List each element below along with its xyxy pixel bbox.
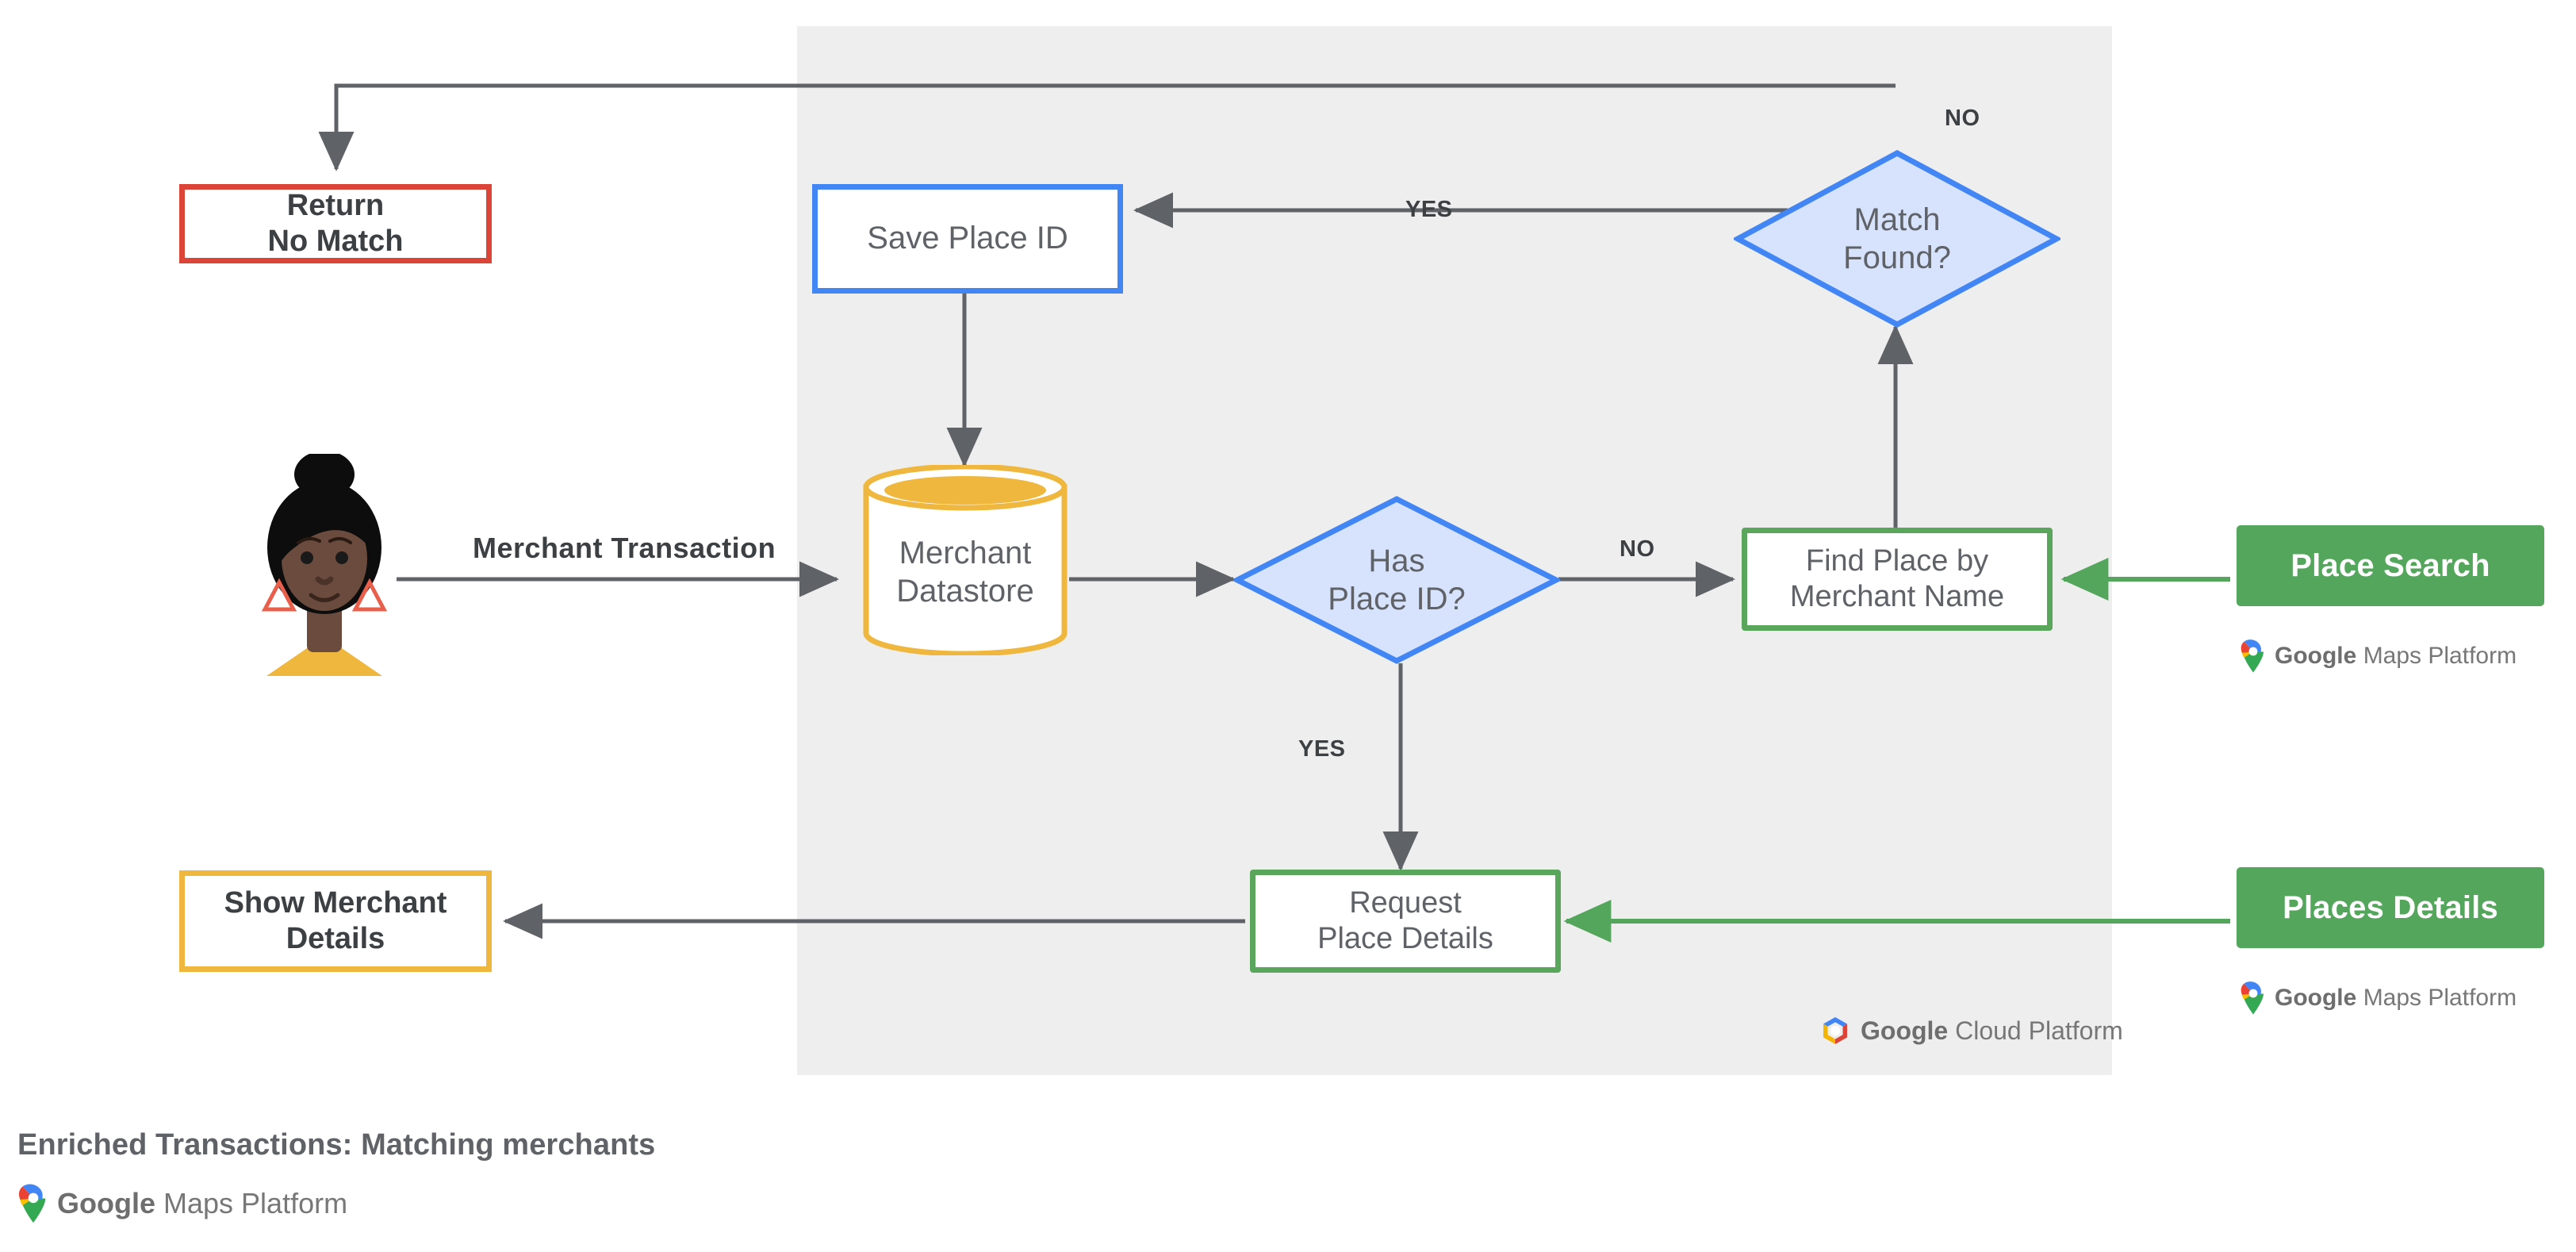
node-request-place-details[interactable]: Request Place Details	[1250, 870, 1561, 973]
edge-label-has-place-id-no: NO	[1620, 536, 1655, 562]
product-button-place-search[interactable]: Place Search	[2237, 525, 2544, 606]
product-button-places-details[interactable]: Places Details	[2237, 867, 2544, 948]
google-maps-platform-lockup-place-search: Google Maps Platform	[2240, 639, 2517, 673]
node-merchant-datastore[interactable]: Merchant Datastore	[861, 465, 1070, 655]
maps-pin-icon	[2241, 639, 2264, 673]
footer-google-maps-platform-lockup: Google Maps Platform	[17, 1184, 347, 1223]
node-show-merchant-details[interactable]: Show Merchant Details	[179, 870, 492, 972]
node-has-place-id[interactable]: Has Place ID?	[1233, 495, 1560, 665]
maps-lockup-google: Google	[2275, 985, 2357, 1011]
maps-pin-icon	[18, 1184, 46, 1223]
cloud-lockup-google: Google	[1861, 1016, 1949, 1045]
edge-label-match-found-yes: YES	[1405, 197, 1453, 222]
google-maps-platform-lockup-places-details: Google Maps Platform	[2240, 981, 2517, 1015]
node-find-place-line1: Find Place by	[1805, 544, 1989, 578]
google-cloud-platform-lockup: Google Cloud Platform	[1819, 1016, 2123, 1046]
node-return-no-match-line2: No Match	[267, 225, 404, 258]
node-save-place-id-label: Save Place ID	[867, 221, 1068, 256]
edge-label-has-place-id-yes: YES	[1298, 736, 1346, 762]
product-button-place-search-label: Place Search	[2290, 547, 2490, 583]
maps-lockup-rest: Maps Platform	[2363, 643, 2517, 669]
node-request-place-details-line2: Place Details	[1317, 922, 1493, 955]
product-button-places-details-label: Places Details	[2283, 889, 2498, 925]
node-return-no-match[interactable]: Return No Match	[179, 184, 492, 263]
edge-label-match-found-no: NO	[1945, 106, 1980, 131]
cloud-lockup-rest: Cloud Platform	[1955, 1016, 2123, 1045]
avatar	[252, 451, 397, 680]
cloud-lockup-text: Google Cloud Platform	[1861, 1016, 2123, 1046]
maps-lockup-google: Google	[2275, 643, 2357, 669]
node-match-found[interactable]: Match Found?	[1734, 149, 2060, 328]
edge-label-merchant-transaction: Merchant Transaction	[473, 532, 776, 564]
footer-maps-lockup-rest: Maps Platform	[163, 1187, 348, 1219]
page-title: Enriched Transactions: Matching merchant…	[17, 1128, 656, 1162]
footer-maps-lockup-text: Google Maps Platform	[57, 1187, 347, 1220]
maps-lockup-text: Google Maps Platform	[2275, 985, 2517, 1012]
cloud-hexagon-icon	[1823, 1017, 1847, 1044]
maps-lockup-text: Google Maps Platform	[2275, 643, 2517, 670]
maps-lockup-rest: Maps Platform	[2363, 985, 2517, 1011]
node-show-merchant-details-line1: Show Merchant	[224, 886, 447, 920]
node-return-no-match-line1: Return	[286, 189, 385, 223]
node-request-place-details-line1: Request	[1349, 886, 1462, 920]
node-find-place-by-merchant-name[interactable]: Find Place by Merchant Name	[1742, 528, 2053, 631]
maps-pin-icon	[2241, 981, 2264, 1015]
node-show-merchant-details-line2: Details	[286, 922, 385, 955]
node-save-place-id[interactable]: Save Place ID	[812, 184, 1123, 294]
footer-maps-lockup-google: Google	[57, 1187, 155, 1219]
node-find-place-line2: Merchant Name	[1789, 580, 2005, 613]
